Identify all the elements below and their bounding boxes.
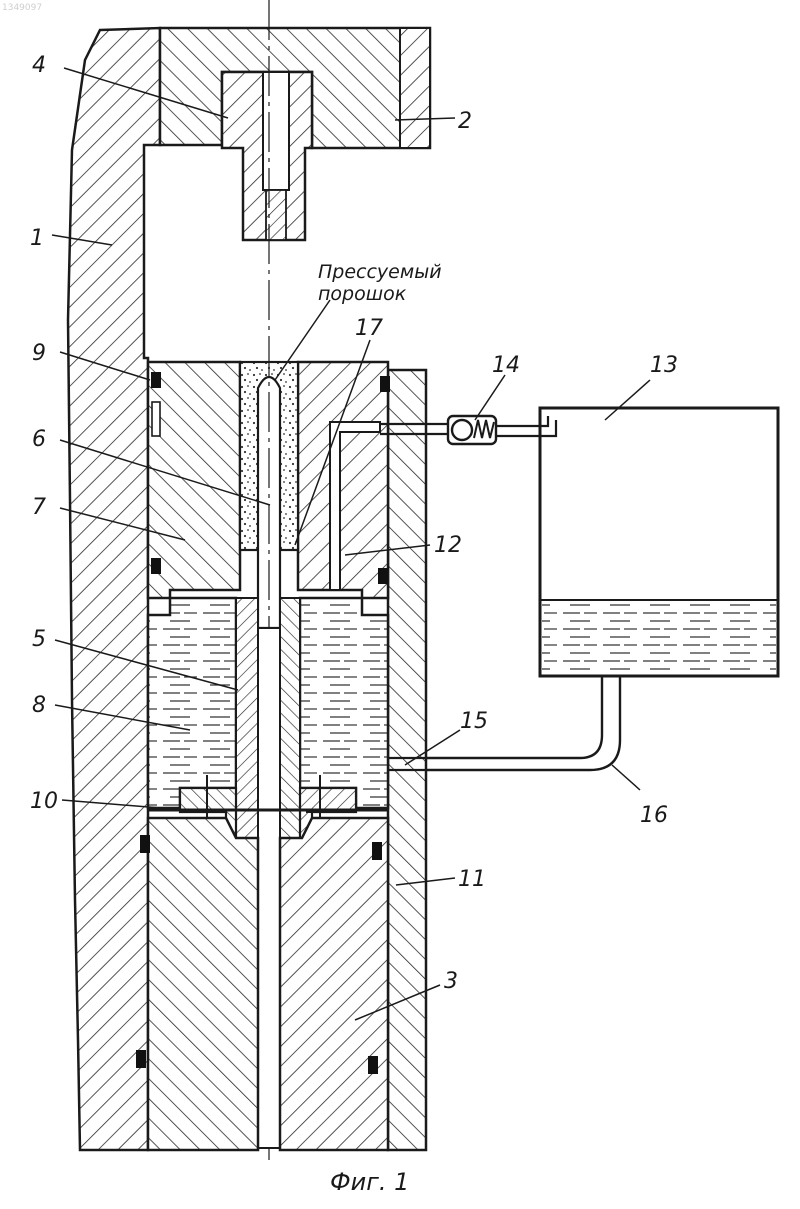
seal-mid-right xyxy=(378,568,388,584)
tank-liquid xyxy=(542,600,776,674)
central-bore xyxy=(258,628,280,1148)
label-10: 10 xyxy=(30,789,58,814)
label-11: 11 xyxy=(458,867,486,892)
label-17: 17 xyxy=(355,316,383,341)
valve-ball xyxy=(452,420,472,440)
seal-lower-left xyxy=(140,835,150,853)
lower-punch-3-right xyxy=(280,818,388,1150)
seal-mid-left xyxy=(151,558,161,574)
label-1: 1 xyxy=(30,226,44,251)
label-2: 2 xyxy=(458,109,472,134)
label-3: 3 xyxy=(444,969,458,994)
label-12: 12 xyxy=(434,533,462,558)
label-14: 14 xyxy=(492,353,520,378)
chamber-right xyxy=(300,598,388,808)
die-7-right xyxy=(298,362,388,598)
holder-strip xyxy=(400,28,430,148)
figure-caption: Фиг. 1 xyxy=(330,1168,409,1196)
sleeve-5-right xyxy=(280,598,300,838)
label-7: 7 xyxy=(32,495,46,520)
label-9: 9 xyxy=(32,341,46,366)
label-13: 13 xyxy=(650,353,678,378)
label-6: 6 xyxy=(32,427,46,452)
seal-bottom-left xyxy=(136,1050,146,1068)
seal-9-top-left xyxy=(151,372,161,388)
sleeve-11 xyxy=(388,370,426,1150)
chamber-8 xyxy=(148,598,236,808)
housing-1 xyxy=(68,28,160,1150)
seal-lower-right xyxy=(372,842,382,860)
label-8: 8 xyxy=(32,693,46,718)
pipe-16-inner xyxy=(426,676,602,758)
slot-left xyxy=(152,402,160,436)
label-5: 5 xyxy=(32,627,46,652)
label-15: 15 xyxy=(460,709,488,734)
sleeve-5-left xyxy=(236,598,258,838)
label-16: 16 xyxy=(640,803,668,828)
seal-bottom-right xyxy=(368,1056,378,1074)
document-id: 1349097 xyxy=(2,3,42,13)
punch-bore xyxy=(263,72,289,190)
die-7 xyxy=(148,362,240,598)
powder-label-line1: Прессуемый xyxy=(318,261,442,283)
powder-label-line2: порошок xyxy=(318,283,407,305)
seal-top-right xyxy=(380,376,390,392)
lower-punch-3 xyxy=(148,818,258,1150)
label-4: 4 xyxy=(32,53,46,78)
